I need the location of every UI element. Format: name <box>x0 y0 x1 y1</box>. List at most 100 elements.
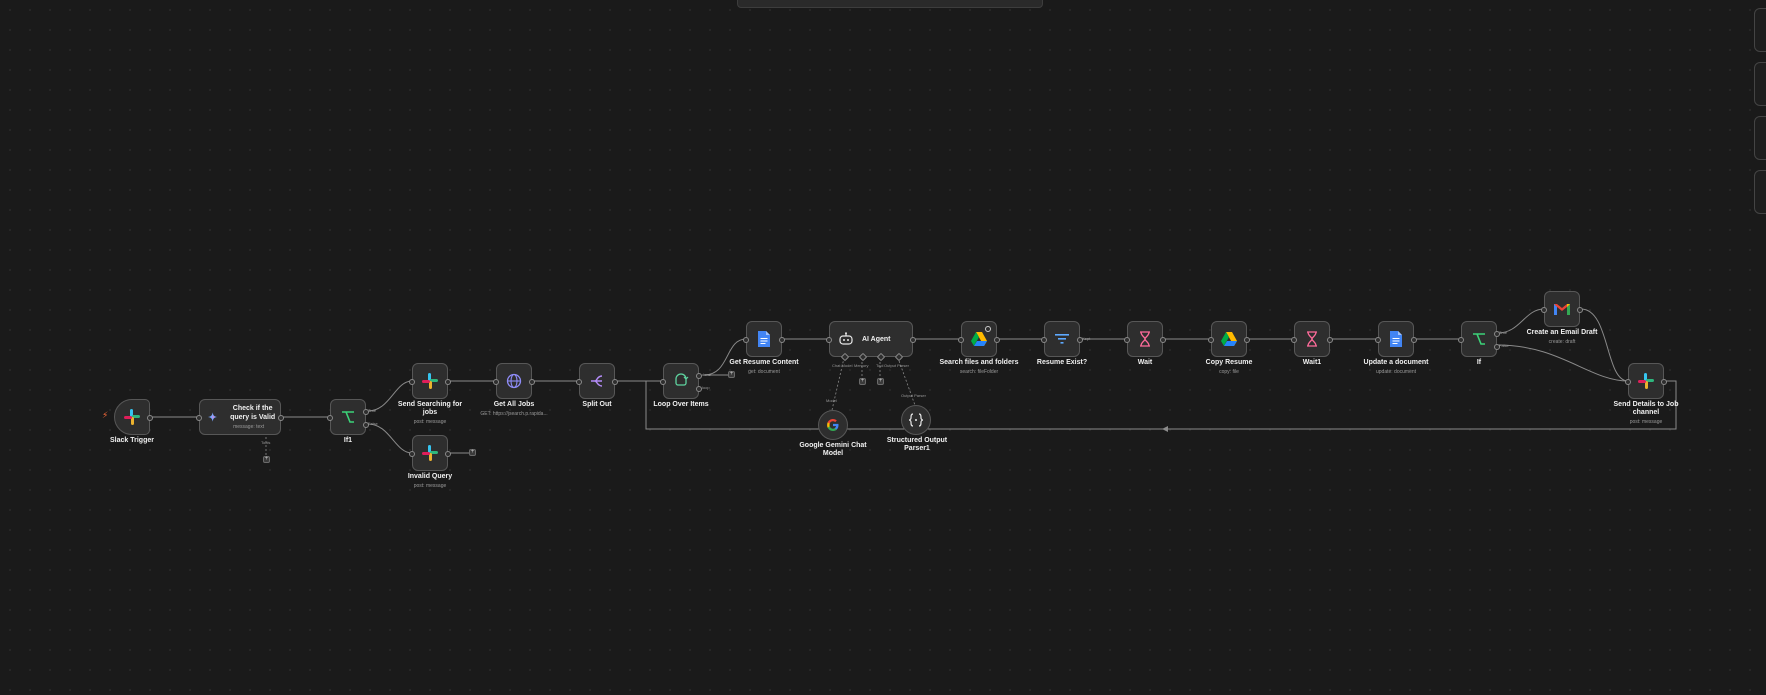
input-handle[interactable] <box>743 337 749 343</box>
add-tool-button[interactable]: + <box>877 378 884 385</box>
output-handle[interactable] <box>910 337 916 343</box>
output-handle[interactable] <box>994 337 1000 343</box>
side-panel-tab-4[interactable] <box>1754 170 1766 214</box>
output-parser-handle[interactable] <box>894 352 904 362</box>
node-title: Invalid Query <box>407 473 453 480</box>
input-handle[interactable] <box>1208 337 1214 343</box>
input-handle[interactable] <box>493 379 499 385</box>
output-handle[interactable] <box>445 379 451 385</box>
node-slack-trigger[interactable] <box>114 399 153 435</box>
output-handle[interactable] <box>1327 337 1333 343</box>
memory-handle[interactable] <box>858 352 868 362</box>
tool-handle[interactable] <box>876 352 886 362</box>
output-loop-handle[interactable] <box>696 386 702 392</box>
input-handle[interactable] <box>1541 307 1547 313</box>
output-done-handle[interactable] <box>696 373 702 379</box>
node-copy-resume[interactable] <box>1208 321 1250 357</box>
input-handle[interactable] <box>958 337 964 343</box>
chat-model-handle[interactable] <box>840 352 850 362</box>
input-handle[interactable] <box>327 415 333 421</box>
output-true-handle[interactable] <box>363 409 369 415</box>
status-indicator <box>985 326 991 332</box>
node-loop-over-items[interactable] <box>660 363 702 399</box>
label-search-files: Search files and folders search: fileFol… <box>934 359 1024 376</box>
output-handle[interactable] <box>1244 337 1250 343</box>
label-slack-trigger: Slack Trigger <box>102 437 162 445</box>
output-handle[interactable] <box>1661 379 1667 385</box>
input-handle[interactable] <box>409 379 415 385</box>
input-handle[interactable] <box>1625 379 1631 385</box>
output-handle[interactable] <box>1411 337 1417 343</box>
output-handle[interactable] <box>278 415 284 421</box>
input-handle[interactable] <box>1291 337 1297 343</box>
side-panel-tab-3[interactable] <box>1754 116 1766 160</box>
node-output-parser[interactable] <box>901 405 931 435</box>
output-handle[interactable] <box>1577 307 1583 313</box>
port-label-chat-model: Chat Model <box>832 363 853 368</box>
port-label-false: False <box>368 421 378 426</box>
output-true-handle[interactable] <box>1494 331 1500 337</box>
port-label-true: True <box>368 408 377 413</box>
node-ai-agent[interactable]: AI Agent <box>826 321 916 362</box>
node-resume-exist[interactable] <box>1041 321 1083 357</box>
node-invalid-query[interactable] <box>409 435 451 471</box>
input-handle[interactable] <box>826 337 832 343</box>
output-false-handle[interactable] <box>363 422 369 428</box>
node-title: If1 <box>343 437 353 444</box>
node-send-details[interactable] <box>1625 363 1667 399</box>
add-node-button[interactable]: + <box>728 371 735 378</box>
side-panel-tab-1[interactable] <box>1754 8 1766 52</box>
label-output-parser: Structured Output Parser1 <box>880 437 954 453</box>
label-wait1: Wait1 <box>1282 359 1342 367</box>
node-search-files[interactable] <box>958 321 1000 357</box>
port-label-memory: Memory <box>854 363 869 368</box>
node-wait1[interactable] <box>1291 321 1333 357</box>
input-handle[interactable] <box>196 415 202 421</box>
node-title: Wait <box>1137 359 1153 366</box>
output-handle[interactable] <box>779 337 785 343</box>
node-update-document[interactable] <box>1375 321 1417 357</box>
label-get-all-jobs: Get All Jobs GET: https://jsearch.p.rapi… <box>468 401 560 418</box>
input-handle[interactable] <box>1124 337 1130 343</box>
node-if[interactable] <box>1458 321 1500 357</box>
output-handle[interactable] <box>529 379 535 385</box>
output-handle[interactable] <box>612 379 618 385</box>
add-node-button[interactable]: + <box>469 449 476 456</box>
google-icon <box>827 419 839 431</box>
input-handle[interactable] <box>1375 337 1381 343</box>
node-title: Check if the query is Valid <box>230 405 276 421</box>
input-handle[interactable] <box>660 379 666 385</box>
top-toolbar[interactable] <box>737 0 1043 8</box>
output-handle[interactable] <box>1160 337 1166 343</box>
port-label-true: True <box>1499 330 1508 335</box>
add-memory-button[interactable]: + <box>859 378 866 385</box>
node-get-resume-content[interactable] <box>743 321 785 357</box>
node-title: Get All Jobs <box>493 401 535 408</box>
output-false-handle[interactable] <box>1494 344 1500 350</box>
input-handle[interactable] <box>409 451 415 457</box>
input-handle[interactable] <box>576 379 582 385</box>
node-send-searching[interactable] <box>409 363 451 399</box>
output-handle[interactable] <box>1077 337 1083 343</box>
node-wait[interactable] <box>1124 321 1166 357</box>
globe-icon <box>506 373 522 389</box>
node-if1[interactable] <box>327 399 369 435</box>
braces-icon <box>908 413 924 427</box>
node-subtitle: message: text <box>233 424 265 430</box>
node-subtitle: update: document <box>1375 369 1417 375</box>
add-tool-button[interactable]: + <box>263 456 270 463</box>
node-gemini-model[interactable] <box>818 410 848 440</box>
side-panel-tab-2[interactable] <box>1754 62 1766 106</box>
node-get-all-jobs[interactable] <box>493 363 535 399</box>
output-handle[interactable] <box>147 415 153 421</box>
label-invalid-query: Invalid Query post: message <box>390 473 470 490</box>
node-create-email-draft[interactable] <box>1541 291 1583 327</box>
node-check-query[interactable]: Check if the query is Valid message: tex… <box>196 399 284 435</box>
filter-icon <box>1055 334 1069 344</box>
node-split-out[interactable] <box>576 363 618 399</box>
input-handle[interactable] <box>1458 337 1464 343</box>
output-handle[interactable] <box>445 451 451 457</box>
port-label-tool: Tool <box>876 363 884 368</box>
input-handle[interactable] <box>1041 337 1047 343</box>
